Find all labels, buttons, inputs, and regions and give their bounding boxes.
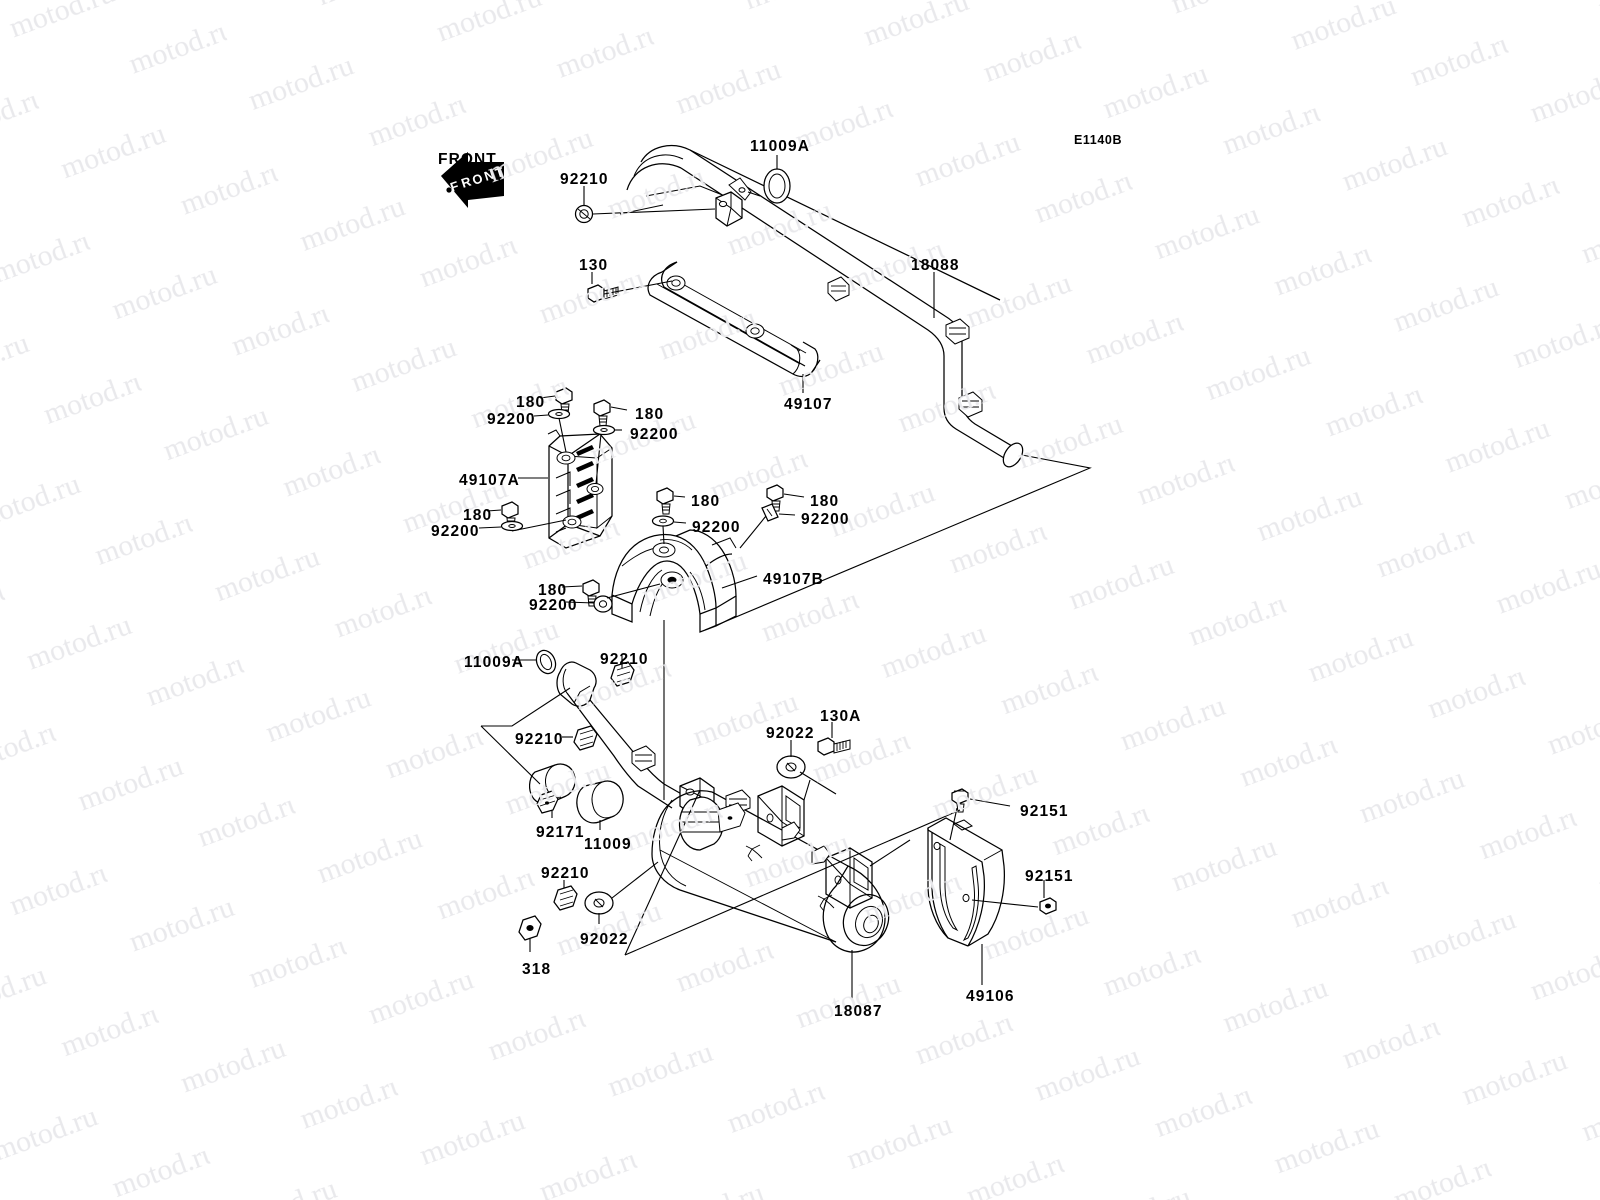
pipe-clip-mid: [827, 276, 850, 302]
gasket-11009A-lower: [535, 649, 557, 675]
exhaust-pipe-18088: [619, 144, 1024, 468]
washer-92022-top: [776, 755, 806, 779]
bolt-92151-top: [951, 788, 969, 813]
pipe-cover-49107B: [611, 529, 737, 633]
washer-92200-b: [592, 424, 616, 436]
muffler-cover-49106: [927, 817, 1005, 947]
washer-92200-a: [547, 408, 571, 420]
nut-92210-d: [553, 885, 578, 911]
nut-92210-c: [573, 725, 598, 751]
nut-318: [518, 915, 542, 941]
pipe-clip-lower-a: [945, 318, 970, 345]
bolt-92151-bottom: [1039, 897, 1057, 915]
nut-92210-top: [574, 204, 594, 224]
bolt-130A: [817, 737, 851, 756]
clamp-92171: [529, 763, 576, 814]
front-direction-marker: F R O N T: [441, 152, 506, 208]
washer-92200-f: [593, 595, 613, 613]
pipe-cover-49107: [647, 261, 821, 378]
bolt-130: [587, 284, 619, 303]
pipe-cover-49107A: [547, 429, 613, 549]
washer-92200-d: [651, 515, 675, 527]
bolt-180-d: [656, 487, 674, 515]
gasket-11009A-top: [763, 168, 791, 204]
leader-lines: [478, 155, 1092, 1000]
bolt-180-b: [593, 399, 611, 427]
pipe-clip-lower-pipe: [631, 745, 656, 772]
washer-92022-bottom: [584, 891, 614, 915]
gasket-11009: [576, 780, 624, 824]
pipe-bracket-upper: [715, 177, 761, 227]
